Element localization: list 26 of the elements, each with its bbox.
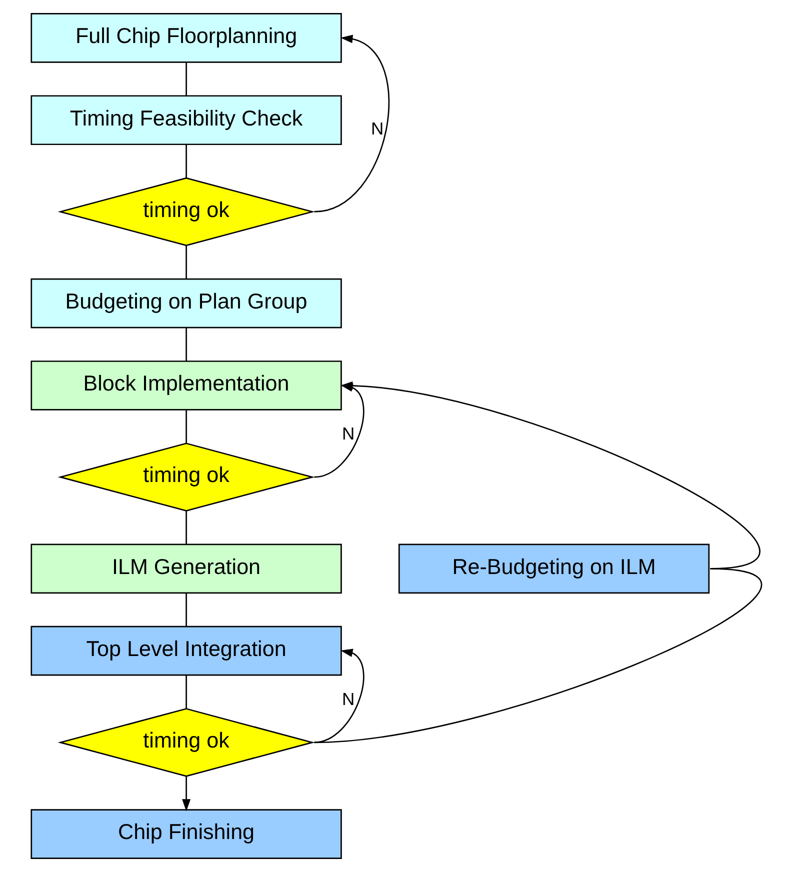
connector bbox=[186, 410, 187, 444]
connector bbox=[186, 246, 187, 279]
connector bbox=[186, 593, 187, 626]
connector bbox=[186, 144, 187, 178]
node-box: Top Level Integration bbox=[30, 626, 342, 676]
edge-label: N bbox=[342, 688, 355, 709]
node-box: Full Chip Floorplanning bbox=[30, 13, 342, 63]
arrow bbox=[182, 776, 191, 812]
node-diamond: timing ok bbox=[58, 442, 315, 512]
node-box: Block Implementation bbox=[30, 360, 342, 410]
connector bbox=[314, 568, 761, 744]
connector bbox=[186, 62, 187, 96]
node-box: Timing Feasibility Check bbox=[30, 95, 342, 146]
arrow bbox=[314, 34, 390, 212]
connector bbox=[186, 328, 187, 361]
connector bbox=[186, 676, 187, 709]
edge-label: N bbox=[370, 118, 384, 138]
connector bbox=[186, 511, 187, 544]
node-box: Chip Finishing bbox=[30, 809, 342, 859]
node-box: Re-Budgeting on ILM bbox=[398, 544, 710, 594]
node-box: Budgeting on Plan Group bbox=[30, 278, 342, 328]
arrow bbox=[314, 648, 364, 744]
node-diamond: timing ok bbox=[58, 708, 315, 777]
edge-label: N bbox=[342, 424, 355, 444]
node-diamond: timing ok bbox=[58, 177, 315, 246]
node-box: ILM Generation bbox=[30, 544, 342, 594]
